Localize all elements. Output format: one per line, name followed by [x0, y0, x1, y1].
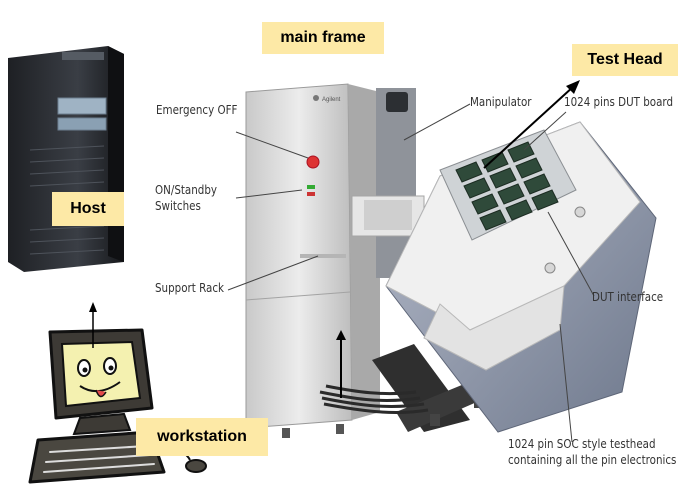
callout-on-standby-line1: ON/Standby [155, 183, 218, 197]
test-head-label: Test Head [572, 44, 678, 76]
dut-board-chips [455, 141, 559, 231]
callout-testhead: 1024 pin SOC style testhead containing a… [508, 436, 676, 468]
emergency-off-button [306, 155, 320, 169]
host-vent-grille [29, 145, 105, 255]
host-label: Host [52, 192, 124, 226]
callout-manipulator: Manipulator [470, 95, 532, 109]
main-frame-label: main frame [262, 22, 384, 54]
mainframe-up-arrow [336, 330, 346, 398]
test-head [385, 121, 657, 433]
workstation-label: workstation [136, 418, 268, 456]
keyboard-keys [43, 445, 155, 473]
agilent-logo-text: Agilent [322, 97, 341, 103]
test-head-arrow [483, 80, 580, 169]
callout-emergency-off: Emergency OFF [156, 103, 238, 117]
agilent-logo: Agilent [313, 95, 341, 103]
callout-on-standby: ON/Standby Switches [155, 182, 217, 214]
host-server [8, 46, 124, 272]
cable-bundle [319, 384, 429, 414]
callout-dut-board: 1024 pins DUT board [564, 95, 674, 109]
callout-dut-interface: DUT interface [592, 290, 664, 304]
callout-on-standby-line2: Switches [155, 199, 201, 213]
workstation-computer [28, 328, 207, 484]
main-frame-cabinet: Agilent [245, 83, 380, 438]
dut-board [439, 129, 577, 241]
callout-testhead-line2: containing all the pin electronics [508, 453, 677, 467]
callout-support-rack: Support Rack [155, 281, 225, 295]
callout-leader-lines [227, 103, 595, 443]
callout-testhead-line1: 1024 pin SOC style testhead [508, 437, 656, 451]
workstation-host-arrow [89, 302, 97, 348]
